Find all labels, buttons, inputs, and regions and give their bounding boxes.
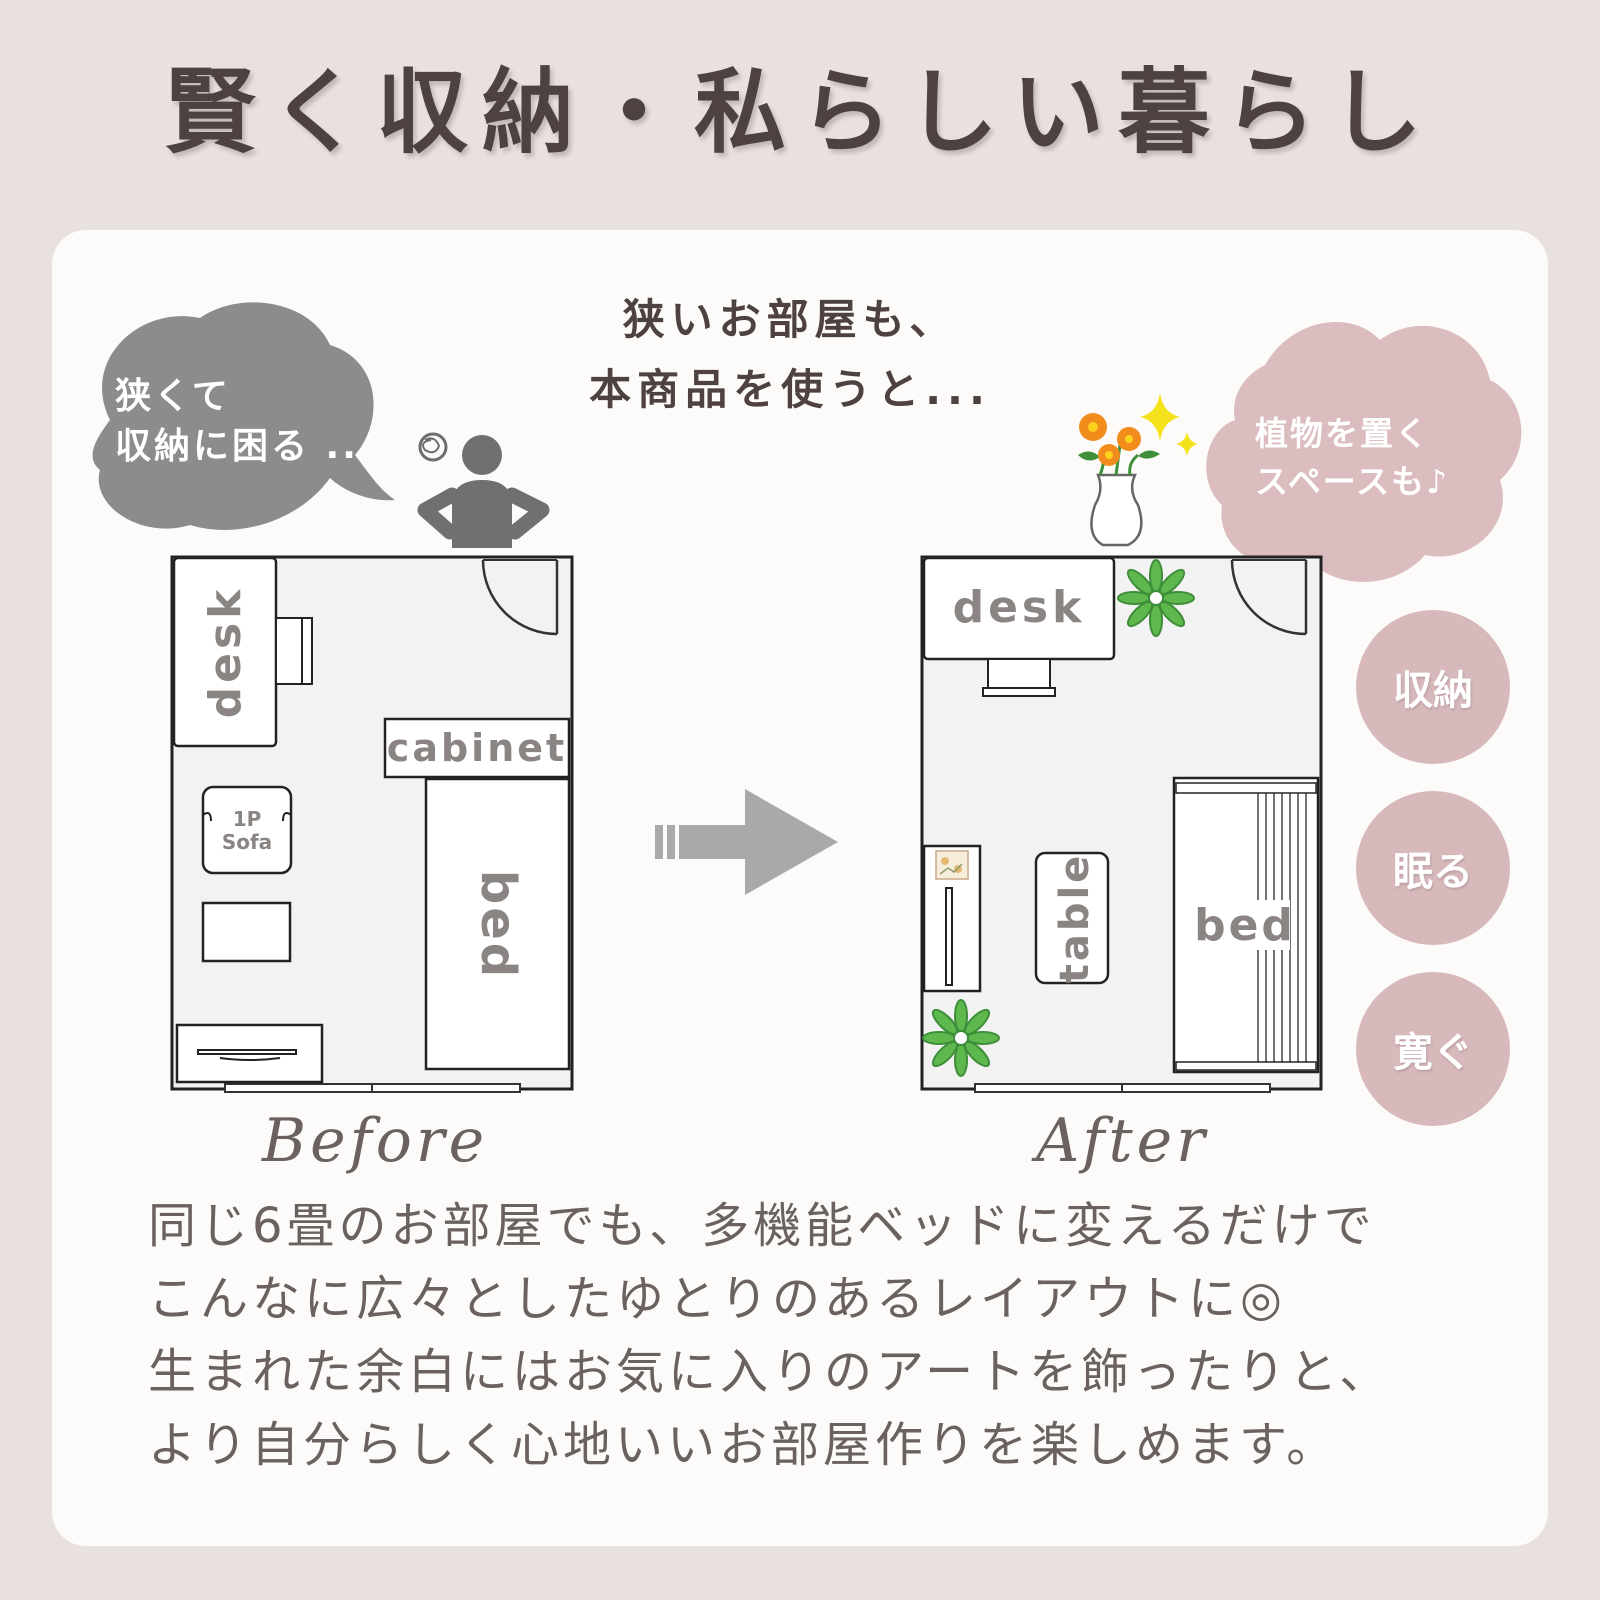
after-shelf <box>922 844 982 993</box>
plant-bubble-text: 植物を置く スペースも♪ <box>1255 410 1449 506</box>
feature-sleep-badge: 眠る <box>1356 791 1510 945</box>
worry-line-2: 収納に困る .. <box>115 426 359 467</box>
before-floorplan: desk cabinet bed 1P Sofa <box>170 555 574 1093</box>
sparkle-icon <box>1140 393 1198 456</box>
description-text: 同じ6畳のお部屋でも、多機能ベッドに変えるだけで こんなに広々としたゆとりのある… <box>148 1190 1468 1482</box>
before-desk-label: desk <box>200 586 251 719</box>
after-table: table <box>1034 851 1110 985</box>
potted-plant-icon <box>922 999 1000 1077</box>
before-cabinet-label: cabinet <box>387 726 567 770</box>
worry-bubble <box>92 302 395 530</box>
after-floorplan: desk <box>920 555 1323 1093</box>
description-line-1: 同じ6畳のお部屋でも、多機能ベッドに変えるだけで <box>148 1198 1376 1254</box>
description-line-4: より自分らしく心地いいお部屋作りを楽しめます。 <box>148 1417 1339 1473</box>
description-line-2: こんなに広々としたゆとりのあるレイアウトに◎ <box>148 1271 1286 1327</box>
after-desk: desk <box>922 556 1116 697</box>
door <box>481 559 559 636</box>
before-sofa-label-2: Sofa <box>222 830 272 854</box>
lead-line-1: 狭いお部屋も、 <box>622 295 958 344</box>
potted-plant-icon <box>1117 559 1195 637</box>
after-bed-label: bed <box>1194 900 1296 951</box>
description-line-3: 生まれた余白にはお気に入りのアートを飾ったりと、 <box>148 1344 1392 1400</box>
worry-bubble-text: 狭くて 収納に困る .. <box>115 372 359 472</box>
plant-line-1: 植物を置く <box>1255 414 1430 453</box>
after-bed: bed <box>1172 776 1320 1074</box>
plant-line-2: スペースも♪ <box>1255 462 1450 501</box>
feature-storage-badge: 収納 <box>1356 610 1510 764</box>
before-cabinet: cabinet <box>383 717 571 779</box>
plant-bubble <box>1206 321 1522 582</box>
before-side-table <box>201 901 292 963</box>
before-bed: bed <box>424 777 571 1071</box>
before-sofa: 1P Sofa <box>201 785 293 875</box>
feature-relax-badge: 寛ぐ <box>1356 972 1510 1126</box>
flower-vase-icon <box>1078 413 1160 547</box>
before-caption: Before <box>262 1106 489 1176</box>
worry-line-1: 狭くて <box>115 376 231 417</box>
page-title: 賢く収納・私らしい暮らし <box>163 59 1436 166</box>
after-table-label: table <box>1052 853 1098 984</box>
lead-line-2: 本商品を使うと... <box>589 365 991 414</box>
before-chest <box>175 1023 324 1084</box>
after-desk-label: desk <box>953 582 1086 633</box>
before-sofa-label-1: 1P <box>233 807 262 831</box>
lead-text: 狭いお部屋も、 本商品を使うと... <box>560 285 1020 425</box>
thinking-person-icon <box>417 432 550 548</box>
after-caption: After <box>1036 1106 1209 1176</box>
door <box>1230 559 1308 636</box>
wall-art-icon <box>935 850 969 880</box>
arrow-right-icon <box>655 789 838 895</box>
before-bed-label: bed <box>470 870 526 980</box>
before-desk: desk <box>172 556 313 748</box>
